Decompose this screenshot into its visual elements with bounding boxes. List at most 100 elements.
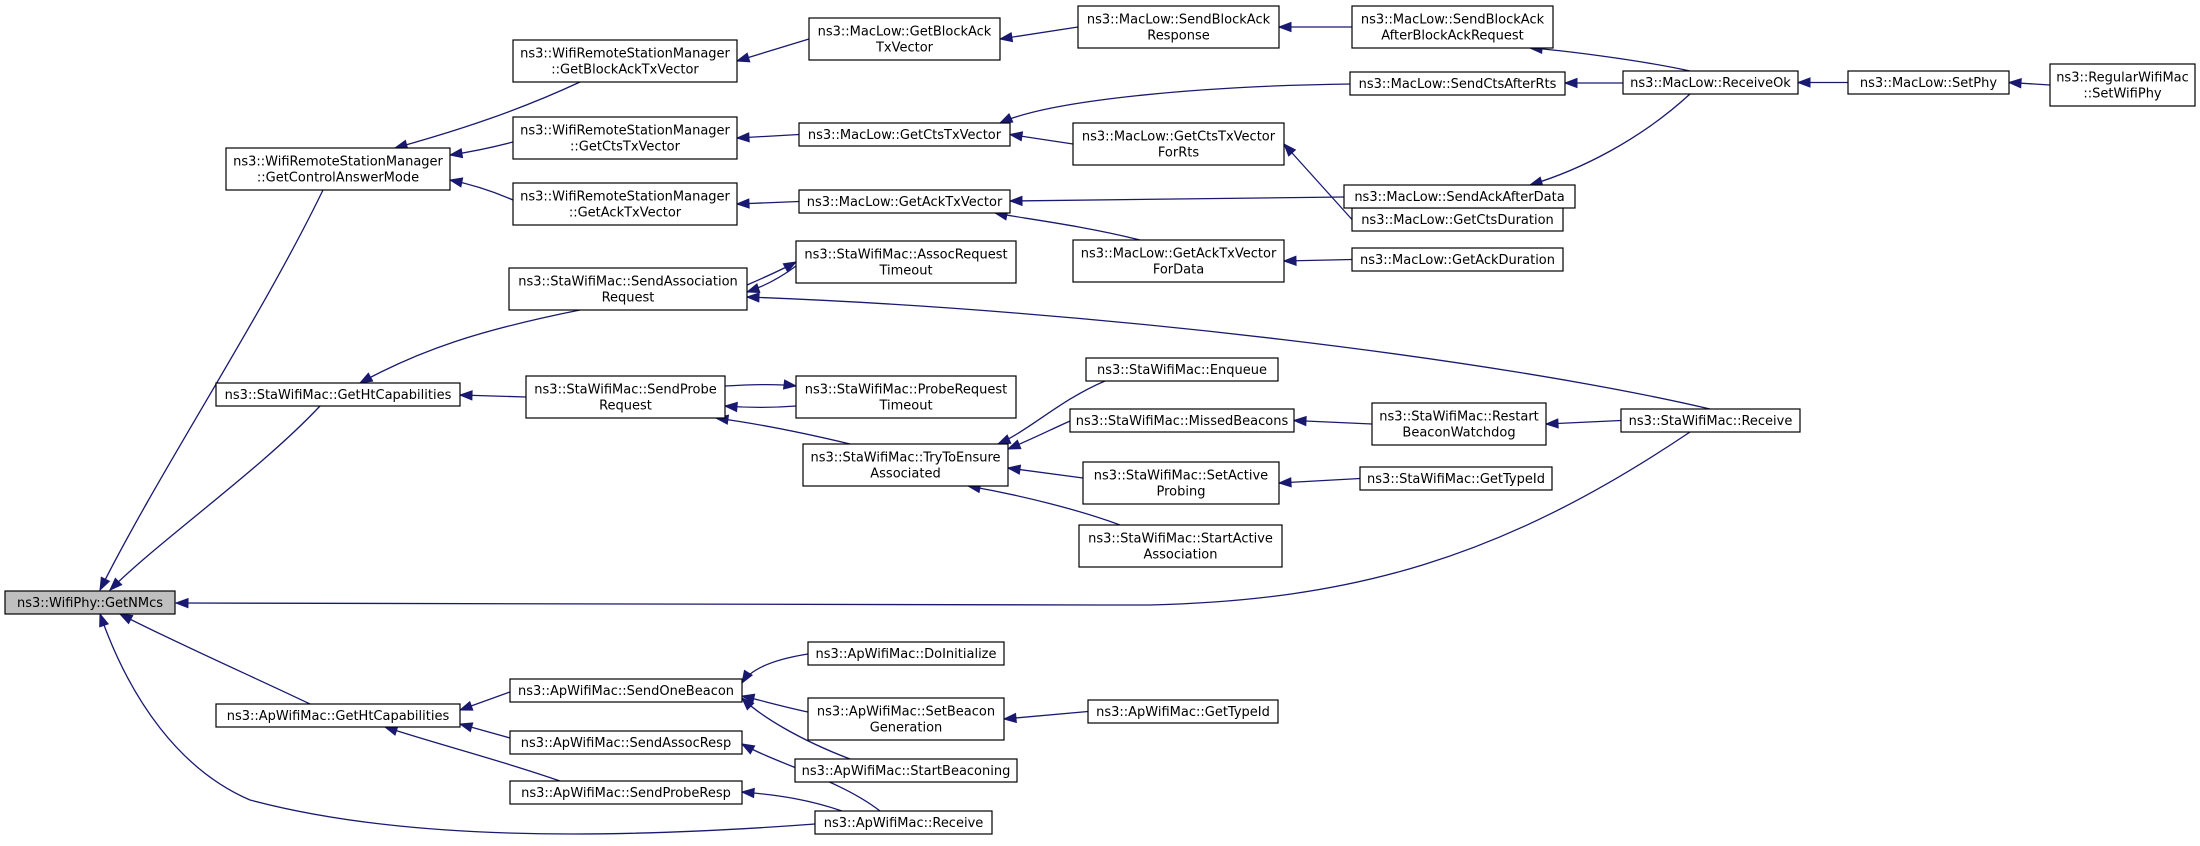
node-label: ::GetAckTxVector: [569, 206, 682, 221]
node-n7[interactable]: ns3::MacLow::SendBlockAckAfterBlockAckRe…: [1351, 5, 1554, 49]
node-n10[interactable]: ns3::RegularWifiMac::SetWifiPhy: [2049, 63, 2196, 107]
node-box: [525, 375, 726, 419]
arrowhead-n32-to-n0: [118, 613, 134, 625]
node-n2[interactable]: ns3::WifiRemoteStationManager::GetBlockA…: [512, 39, 738, 83]
arrowhead-n6-to-n5: [998, 31, 1014, 43]
node-n30[interactable]: ns3::StaWifiMac::GetTypeId: [1359, 466, 1553, 491]
node-label: ns3::ApWifiMac::StartBeaconing: [802, 764, 1011, 779]
edge-n29-to-n28: [1007, 467, 1084, 479]
edge-n28-to-n22: [715, 417, 851, 445]
node-n18[interactable]: ns3::MacLow::GetAckDuration: [1351, 247, 1564, 272]
node-n34[interactable]: ns3::ApWifiMac::DoInitialize: [807, 641, 1005, 666]
node-label: ns3::MacLow::ReceiveOk: [1630, 76, 1791, 91]
node-box: [1072, 239, 1285, 283]
arrowhead-n21-to-n0: [108, 577, 123, 592]
node-n39[interactable]: ns3::ApWifiMac::SendProbeResp: [509, 780, 743, 805]
node-label: Association: [1143, 548, 1217, 563]
node-label: ns3::MacLow::GetCtsTxVector: [1082, 130, 1276, 145]
node-n16[interactable]: ns3::MacLow::SendAckAfterData: [1343, 184, 1576, 209]
node-box: [794, 758, 1018, 783]
node-n37[interactable]: ns3::ApWifiMac::StartBeaconing: [794, 758, 1018, 783]
node-box: [1069, 408, 1295, 433]
node-label: TxVector: [875, 41, 934, 56]
node-label: ns3::WifiPhy::GetNMcs: [17, 596, 163, 611]
node-box: [215, 703, 461, 728]
node-label: ns3::MacLow::SendCtsAfterRts: [1359, 77, 1557, 92]
arrowhead-n18-to-n17: [1282, 255, 1297, 266]
node-box: [225, 147, 451, 191]
arrowhead-n23-to-n22: [723, 401, 738, 413]
edge-n2-to-n1: [394, 81, 581, 149]
node-n4[interactable]: ns3::WifiRemoteStationManager::GetAckTxV…: [512, 182, 738, 226]
edge-n27-to-n19: [746, 296, 1711, 410]
node-n1[interactable]: ns3::WifiRemoteStationManager::GetContro…: [225, 147, 451, 191]
arrowhead-n8-to-n11: [1563, 77, 1578, 89]
arrowhead-n13-to-n12: [1008, 131, 1024, 142]
node-label: Timeout: [878, 264, 932, 279]
node-box: [215, 382, 461, 407]
node-label: ns3::MacLow::GetAckTxVector: [1081, 247, 1277, 262]
node-label: BeaconWatchdog: [1402, 426, 1515, 441]
node-label: ns3::WifiRemoteStationManager: [520, 124, 730, 139]
node-n25[interactable]: ns3::StaWifiMac::MissedBeacons: [1069, 408, 1295, 433]
node-n32[interactable]: ns3::ApWifiMac::GetHtCapabilities: [215, 703, 461, 728]
edges-layer: [99, 21, 2051, 835]
node-box: [802, 443, 1009, 487]
node-n14[interactable]: ns3::MacLow::GetCtsDuration: [1351, 207, 1564, 232]
node-box: [512, 116, 738, 160]
node-n21[interactable]: ns3::StaWifiMac::GetHtCapabilities: [215, 382, 461, 407]
arrowhead-n27-to-n0: [174, 597, 189, 609]
node-n11[interactable]: ns3::MacLow::SendCtsAfterRts: [1349, 71, 1566, 96]
node-label: ns3::StaWifiMac::ProbeRequest: [805, 383, 1008, 398]
edge-n17-to-n15: [994, 212, 1141, 241]
node-n27[interactable]: ns3::StaWifiMac::Receive: [1620, 408, 1801, 433]
arrowhead-n27-to-n26: [1544, 418, 1559, 429]
arrowhead-n40-to-n39: [740, 787, 755, 799]
node-label: ns3::MacLow::GetCtsDuration: [1361, 213, 1554, 228]
node-label: ::GetBlockAckTxVector: [551, 63, 699, 78]
edge-n27-to-n26: [1545, 419, 1622, 425]
node-n9[interactable]: ns3::MacLow::SetPhy: [1847, 70, 2010, 95]
node-n38[interactable]: ns3::ApWifiMac::SendAssocResp: [509, 730, 743, 755]
node-box: [1351, 247, 1564, 272]
node-n3[interactable]: ns3::WifiRemoteStationManager::GetCtsTxV…: [512, 116, 738, 160]
arrowhead-n27-to-n19: [745, 292, 760, 303]
node-n36[interactable]: ns3::ApWifiMac::GetTypeId: [1087, 699, 1279, 724]
node-label: Request: [602, 291, 655, 306]
node-box: [795, 375, 1017, 419]
node-box: [4, 590, 176, 615]
node-label: ns3::StaWifiMac::SendProbe: [534, 383, 716, 398]
arrowhead-n30-to-n29: [1277, 477, 1292, 488]
node-n5[interactable]: ns3::MacLow::GetBlockAckTxVector: [808, 17, 1001, 61]
node-box: [512, 182, 738, 226]
node-n12[interactable]: ns3::MacLow::GetCtsTxVector: [798, 122, 1011, 147]
node-label: ns3::ApWifiMac::GetTypeId: [1096, 705, 1270, 720]
node-label: ::GetCtsTxVector: [570, 140, 681, 155]
node-label: ns3::MacLow::SendBlockAck: [1087, 13, 1271, 28]
node-box: [509, 780, 743, 805]
node-label: ns3::ApWifiMac::SendAssocResp: [521, 736, 731, 751]
node-n0[interactable]: ns3::WifiPhy::GetNMcs: [4, 590, 176, 615]
edge-n36-to-n35: [1003, 710, 1089, 720]
node-n15[interactable]: ns3::MacLow::GetAckTxVector: [798, 189, 1011, 214]
node-n24[interactable]: ns3::StaWifiMac::Enqueue: [1085, 357, 1279, 382]
node-label: ns3::WifiRemoteStationManager: [233, 155, 443, 170]
node-box: [1371, 402, 1547, 446]
node-n40[interactable]: ns3::ApWifiMac::Receive: [814, 810, 993, 835]
node-n8[interactable]: ns3::MacLow::ReceiveOk: [1622, 70, 1799, 95]
node-n33[interactable]: ns3::ApWifiMac::SendOneBeacon: [509, 678, 743, 703]
arrowhead-n1-to-n0: [99, 576, 111, 592]
